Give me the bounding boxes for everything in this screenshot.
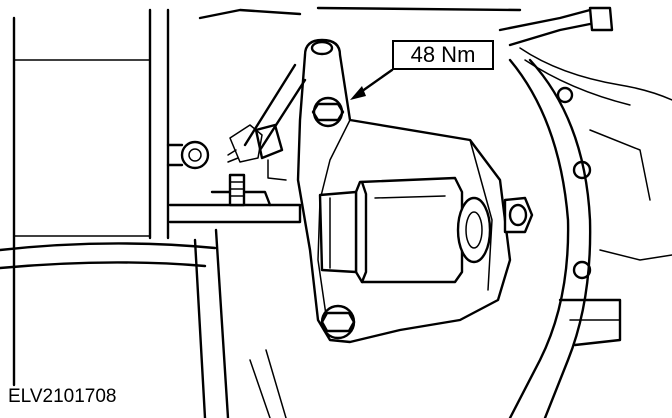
lower-bolt (320, 304, 356, 340)
left-nut (166, 140, 210, 170)
reference-code: ELV2101708 (8, 386, 117, 407)
wiring-harness (227, 63, 307, 181)
shelf-bracket (168, 173, 302, 224)
bush-cylinder (318, 176, 492, 284)
torque-leader-arrow (350, 68, 394, 100)
upper-bolt (311, 96, 345, 128)
torque-callout: 48 Nm (392, 40, 494, 70)
side-bolt (503, 196, 534, 234)
transmission-housing (508, 58, 672, 418)
lower-left-housing (0, 228, 287, 418)
left-frame (12, 8, 170, 387)
